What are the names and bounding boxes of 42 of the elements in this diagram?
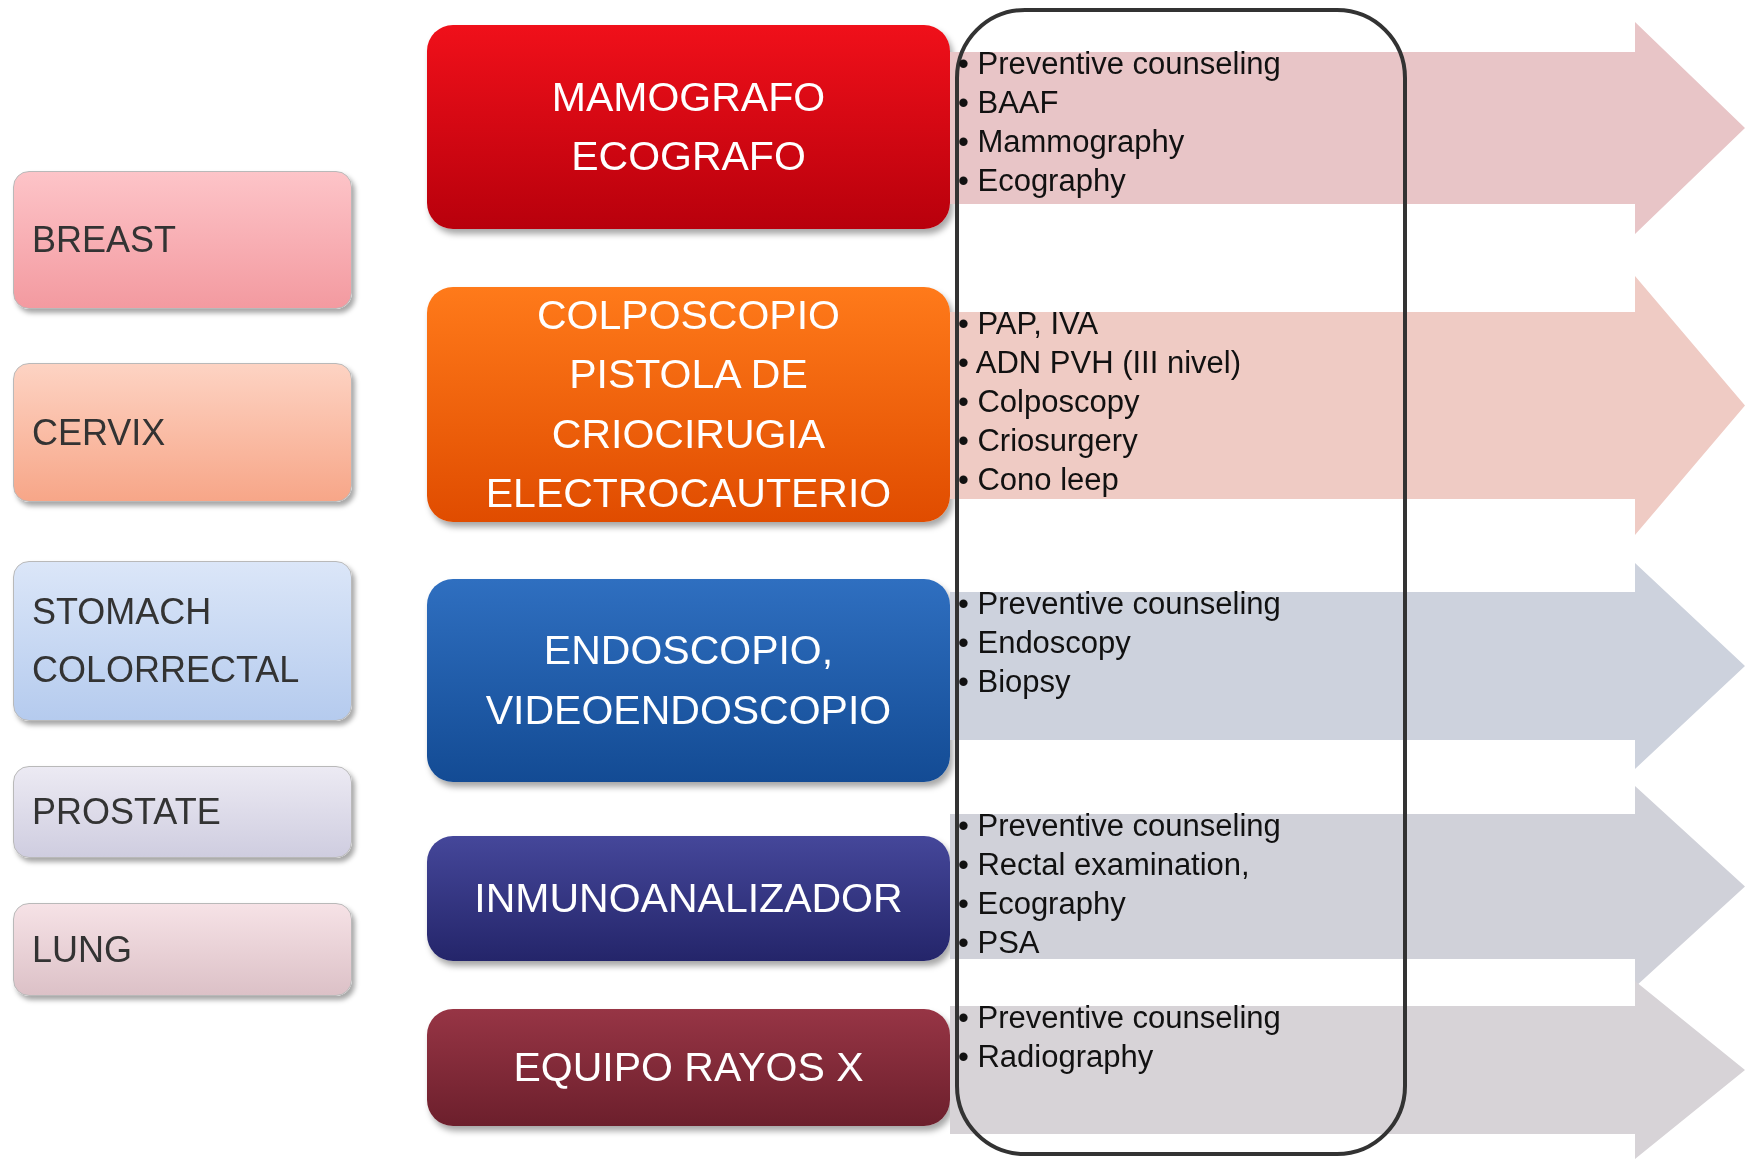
cancer-site-box xyxy=(13,171,352,309)
bullet-item: • Cono leep xyxy=(958,461,1119,499)
bullet-item: • Colposcopy xyxy=(958,383,1140,421)
bullet-item: • Radiography xyxy=(958,1038,1154,1076)
box-label: INMUNOANALIZADOR xyxy=(474,873,903,923)
equipment-box xyxy=(427,25,950,229)
bullet-item: • Endoscopy xyxy=(958,624,1131,662)
bullet-item: • Mammography xyxy=(958,123,1185,161)
bullet-item: • Rectal examination, xyxy=(958,846,1250,884)
equipment-box xyxy=(427,836,950,961)
bullet-item: • Preventive counseling xyxy=(958,585,1281,623)
bullet-item: • Biopsy xyxy=(958,663,1071,701)
cancer-site-box xyxy=(13,561,352,721)
cancer-site-box xyxy=(13,363,352,502)
bullet-item: • Criosurgery xyxy=(958,422,1138,460)
highlight-outline xyxy=(955,8,1407,1156)
bullet-item: • PAP, IVA xyxy=(958,305,1099,343)
bullet-item: • Preventive counseling xyxy=(958,999,1281,1037)
box-label: ECOGRAFO xyxy=(571,132,806,181)
box-label: BREAST xyxy=(32,218,178,263)
cancer-site-box xyxy=(13,766,352,858)
bullet-item: • PSA xyxy=(958,924,1040,962)
box-label: MAMOGRAFO xyxy=(551,72,826,122)
box-label: ELECTROCAUTERIO xyxy=(485,468,892,518)
bullet-item: • ADN PVH (III nivel) xyxy=(958,344,1242,382)
bullet-item: • Preventive counseling xyxy=(958,807,1281,845)
equipment-box xyxy=(427,1009,950,1126)
equipment-box xyxy=(427,287,950,522)
bullet-item: • Ecography xyxy=(958,885,1126,923)
box-label: PISTOLA DE CRIOCIRUGIA xyxy=(550,350,827,459)
box-label: STOMACH xyxy=(32,590,213,635)
box-label: COLORRECTAL xyxy=(32,648,301,692)
cancer-site-box xyxy=(13,903,352,996)
bullet-item: • Ecography xyxy=(958,162,1126,200)
box-label: EQUIPO RAYOS X xyxy=(513,1042,864,1092)
bullet-item: • BAAF xyxy=(958,84,1059,122)
equipment-box xyxy=(427,579,950,782)
box-label: COLPOSCOPIO xyxy=(537,290,840,340)
box-label: ENDOSCOPIO, VIDEOENDOSCOPIO xyxy=(484,626,893,735)
box-label: PROSTATE xyxy=(32,790,222,835)
box-label: CERVIX xyxy=(32,410,167,455)
box-label: LUNG xyxy=(32,927,134,972)
